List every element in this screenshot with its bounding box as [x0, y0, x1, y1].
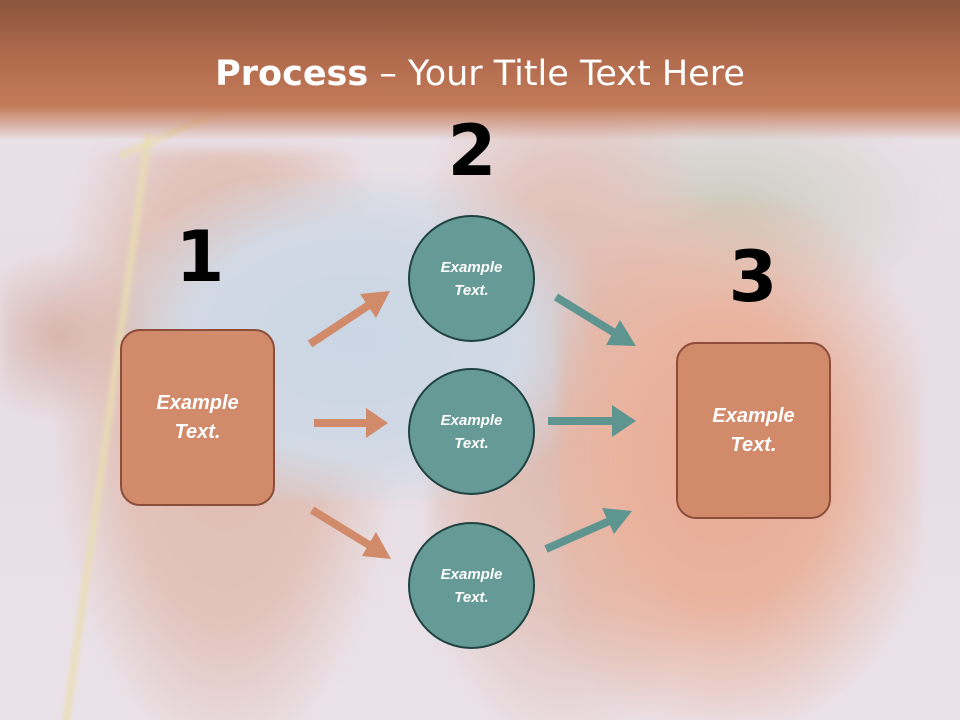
- step-1-box[interactable]: Example Text.: [120, 329, 275, 506]
- arrow-left-to-middle: [314, 408, 388, 438]
- step-3-box[interactable]: Example Text.: [676, 342, 831, 519]
- title-rest: – Your Title Text Here: [368, 54, 745, 94]
- slide-title: Process – Your Title Text Here: [0, 52, 960, 96]
- step-number-2: 2: [447, 110, 497, 192]
- step-1-box-text: Example Text.: [156, 391, 239, 443]
- title-bar: [0, 0, 960, 140]
- title-bold: Process: [215, 54, 369, 94]
- arrow-bottom-to-right: [544, 508, 632, 553]
- step-number-1: 1: [175, 216, 225, 298]
- step-2-circle-top[interactable]: Example Text.: [408, 215, 535, 342]
- step-2-circle-middle[interactable]: Example Text.: [408, 368, 535, 495]
- step-2-circle-middle-text: Example Text.: [440, 411, 503, 452]
- step-2-circle-bottom[interactable]: Example Text.: [408, 522, 535, 649]
- arrow-left-to-bottom: [309, 506, 391, 559]
- arrow-left-to-top: [307, 291, 390, 348]
- step-2-circle-top-text: Example Text.: [440, 258, 503, 299]
- step-number-3: 3: [728, 236, 778, 318]
- step-2-circle-bottom-text: Example Text.: [440, 565, 503, 606]
- arrow-top-to-right: [553, 293, 636, 346]
- arrow-middle-to-right: [548, 405, 636, 437]
- step-3-box-text: Example Text.: [712, 404, 795, 456]
